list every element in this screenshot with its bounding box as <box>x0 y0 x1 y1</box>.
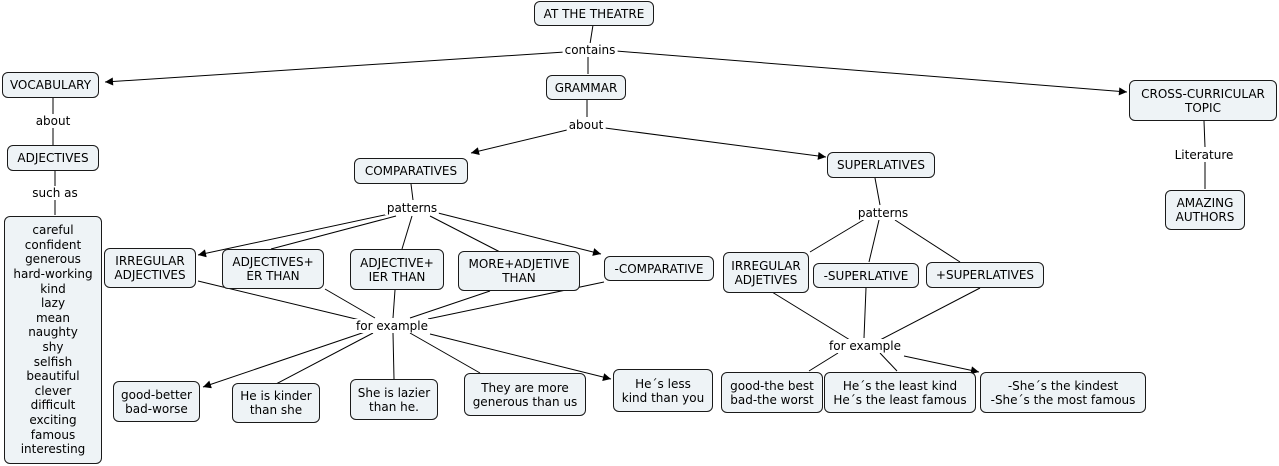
node-text-line: IRREGULAR <box>731 258 801 273</box>
node-adjectives[interactable]: ADJECTIVES <box>7 145 99 171</box>
node-text-line: They are more <box>481 380 569 395</box>
adjective-list-item: clever <box>34 383 72 398</box>
node-text-line: GRAMMAR <box>554 80 618 95</box>
node-text-line: He´s the least famous <box>833 392 967 407</box>
node-text-line: She is lazier <box>357 385 431 400</box>
node-text-line: COMPARATIVES <box>364 164 458 178</box>
node-text-line: IER THAN <box>368 269 426 284</box>
node-text-line: ADJECTIVE+ <box>360 255 434 270</box>
node-text-line: than she <box>249 403 303 417</box>
link-label-patterns-superlatives: patterns <box>855 206 911 220</box>
adjective-list-item: shy <box>42 340 64 354</box>
node-superlatives[interactable]: SUPERLATIVES <box>827 152 935 178</box>
adjective-list-item: famous <box>30 427 76 442</box>
link-label-literature: Literature <box>1172 148 1236 162</box>
adjective-list-item: mean <box>35 310 71 325</box>
adjective-list-item: hard-working <box>13 267 93 282</box>
node-text-line: VOCABULARY <box>9 78 92 92</box>
link-label-contains: contains <box>562 43 618 57</box>
adjective-list-item: exciting <box>29 412 77 427</box>
adjective-list-item: confident <box>24 237 82 252</box>
adjective-list-item: kind <box>40 281 66 296</box>
adjective-list-item: selfish <box>33 354 73 369</box>
node-text-line: AMAZING <box>1176 196 1234 210</box>
node-text-line: good-the best <box>730 378 814 393</box>
link-label-for-example-comparatives: for example <box>354 319 430 333</box>
adjective-list-item: naughty <box>28 325 78 340</box>
adjective-list-item: difficult <box>30 398 76 413</box>
node-grammar[interactable]: GRAMMAR <box>546 75 626 100</box>
node-text-line: -SUPERLATIVE <box>823 268 909 283</box>
node-text-line: -She´s the most famous <box>990 392 1136 407</box>
node-text-line: generous than us <box>472 394 578 409</box>
node-text-line: CROSS-CURRICULAR <box>1141 86 1265 101</box>
node-minus-superlative[interactable]: -SUPERLATIVE <box>813 263 919 288</box>
node-text-line: TOPIC <box>1185 100 1221 115</box>
node-comparatives[interactable]: COMPARATIVES <box>354 158 468 184</box>
adjective-list-item: generous <box>25 252 81 267</box>
node-text-line: -She´s the kindest <box>1007 378 1119 393</box>
node-text-line: ADJECTIVES <box>114 268 186 282</box>
node-text-line: kind than you <box>621 390 705 405</box>
link-label-patterns-comparatives: patterns <box>384 201 440 215</box>
node-text-line: He´s less <box>635 376 691 391</box>
node-text-line: +SUPERLATIVES <box>935 268 1035 282</box>
link-label-about-grammar: about <box>566 118 606 132</box>
adjective-list-item: lazy <box>40 296 66 311</box>
node-text-line: than he. <box>369 399 419 414</box>
link-label-for-example-superlatives: for example <box>827 339 903 353</box>
node-text-line: ADJECTIVES+ <box>232 255 314 269</box>
node-text-line: MORE+ADJETIVE <box>468 257 570 271</box>
node-text-line: bad-worse <box>125 401 188 416</box>
node-text-line: AUTHORS <box>1175 210 1235 224</box>
node-text-line: He´s the least kind <box>842 378 958 393</box>
adjective-list-item: careful <box>32 223 74 238</box>
adjective-list-item: interesting <box>20 442 86 457</box>
node-text-line: SUPERLATIVES <box>836 158 926 172</box>
node-text-line: ER THAN <box>246 269 300 283</box>
node-vocabulary[interactable]: VOCABULARY <box>2 72 99 98</box>
node-minus-comparative[interactable]: -COMPARATIVE <box>604 256 714 281</box>
node-example-she-s-the-kindest[interactable]: -She´s the kindest-She´s the most famous <box>980 372 1146 413</box>
node-adjective-ier-than[interactable]: ADJECTIVE+IER THAN <box>350 249 444 290</box>
link-label-such-as: such as <box>30 186 80 200</box>
node-text-line: He is kinder <box>240 389 312 403</box>
node-text-line: AT THE THEATRE <box>543 6 645 21</box>
node-text-line: THAN <box>502 271 536 285</box>
node-adjectives-er-than[interactable]: ADJECTIVES+ER THAN <box>222 249 324 289</box>
node-plus-superlatives[interactable]: +SUPERLATIVES <box>926 262 1044 288</box>
node-text-line: ADJECTIVES <box>17 151 89 165</box>
node-text-line: -COMPARATIVE <box>614 261 704 276</box>
adjective-list-item: beautiful <box>26 369 80 384</box>
link-label-about-vocabulary: about <box>33 114 73 128</box>
node-text-line: bad-the worst <box>730 392 814 407</box>
node-text-line: IRREGULAR <box>115 254 185 268</box>
node-text-line: good-better <box>121 387 192 402</box>
node-text-line: ADJETIVES <box>734 272 798 287</box>
node-at-the-theatre[interactable]: AT THE THEATRE <box>534 1 654 26</box>
